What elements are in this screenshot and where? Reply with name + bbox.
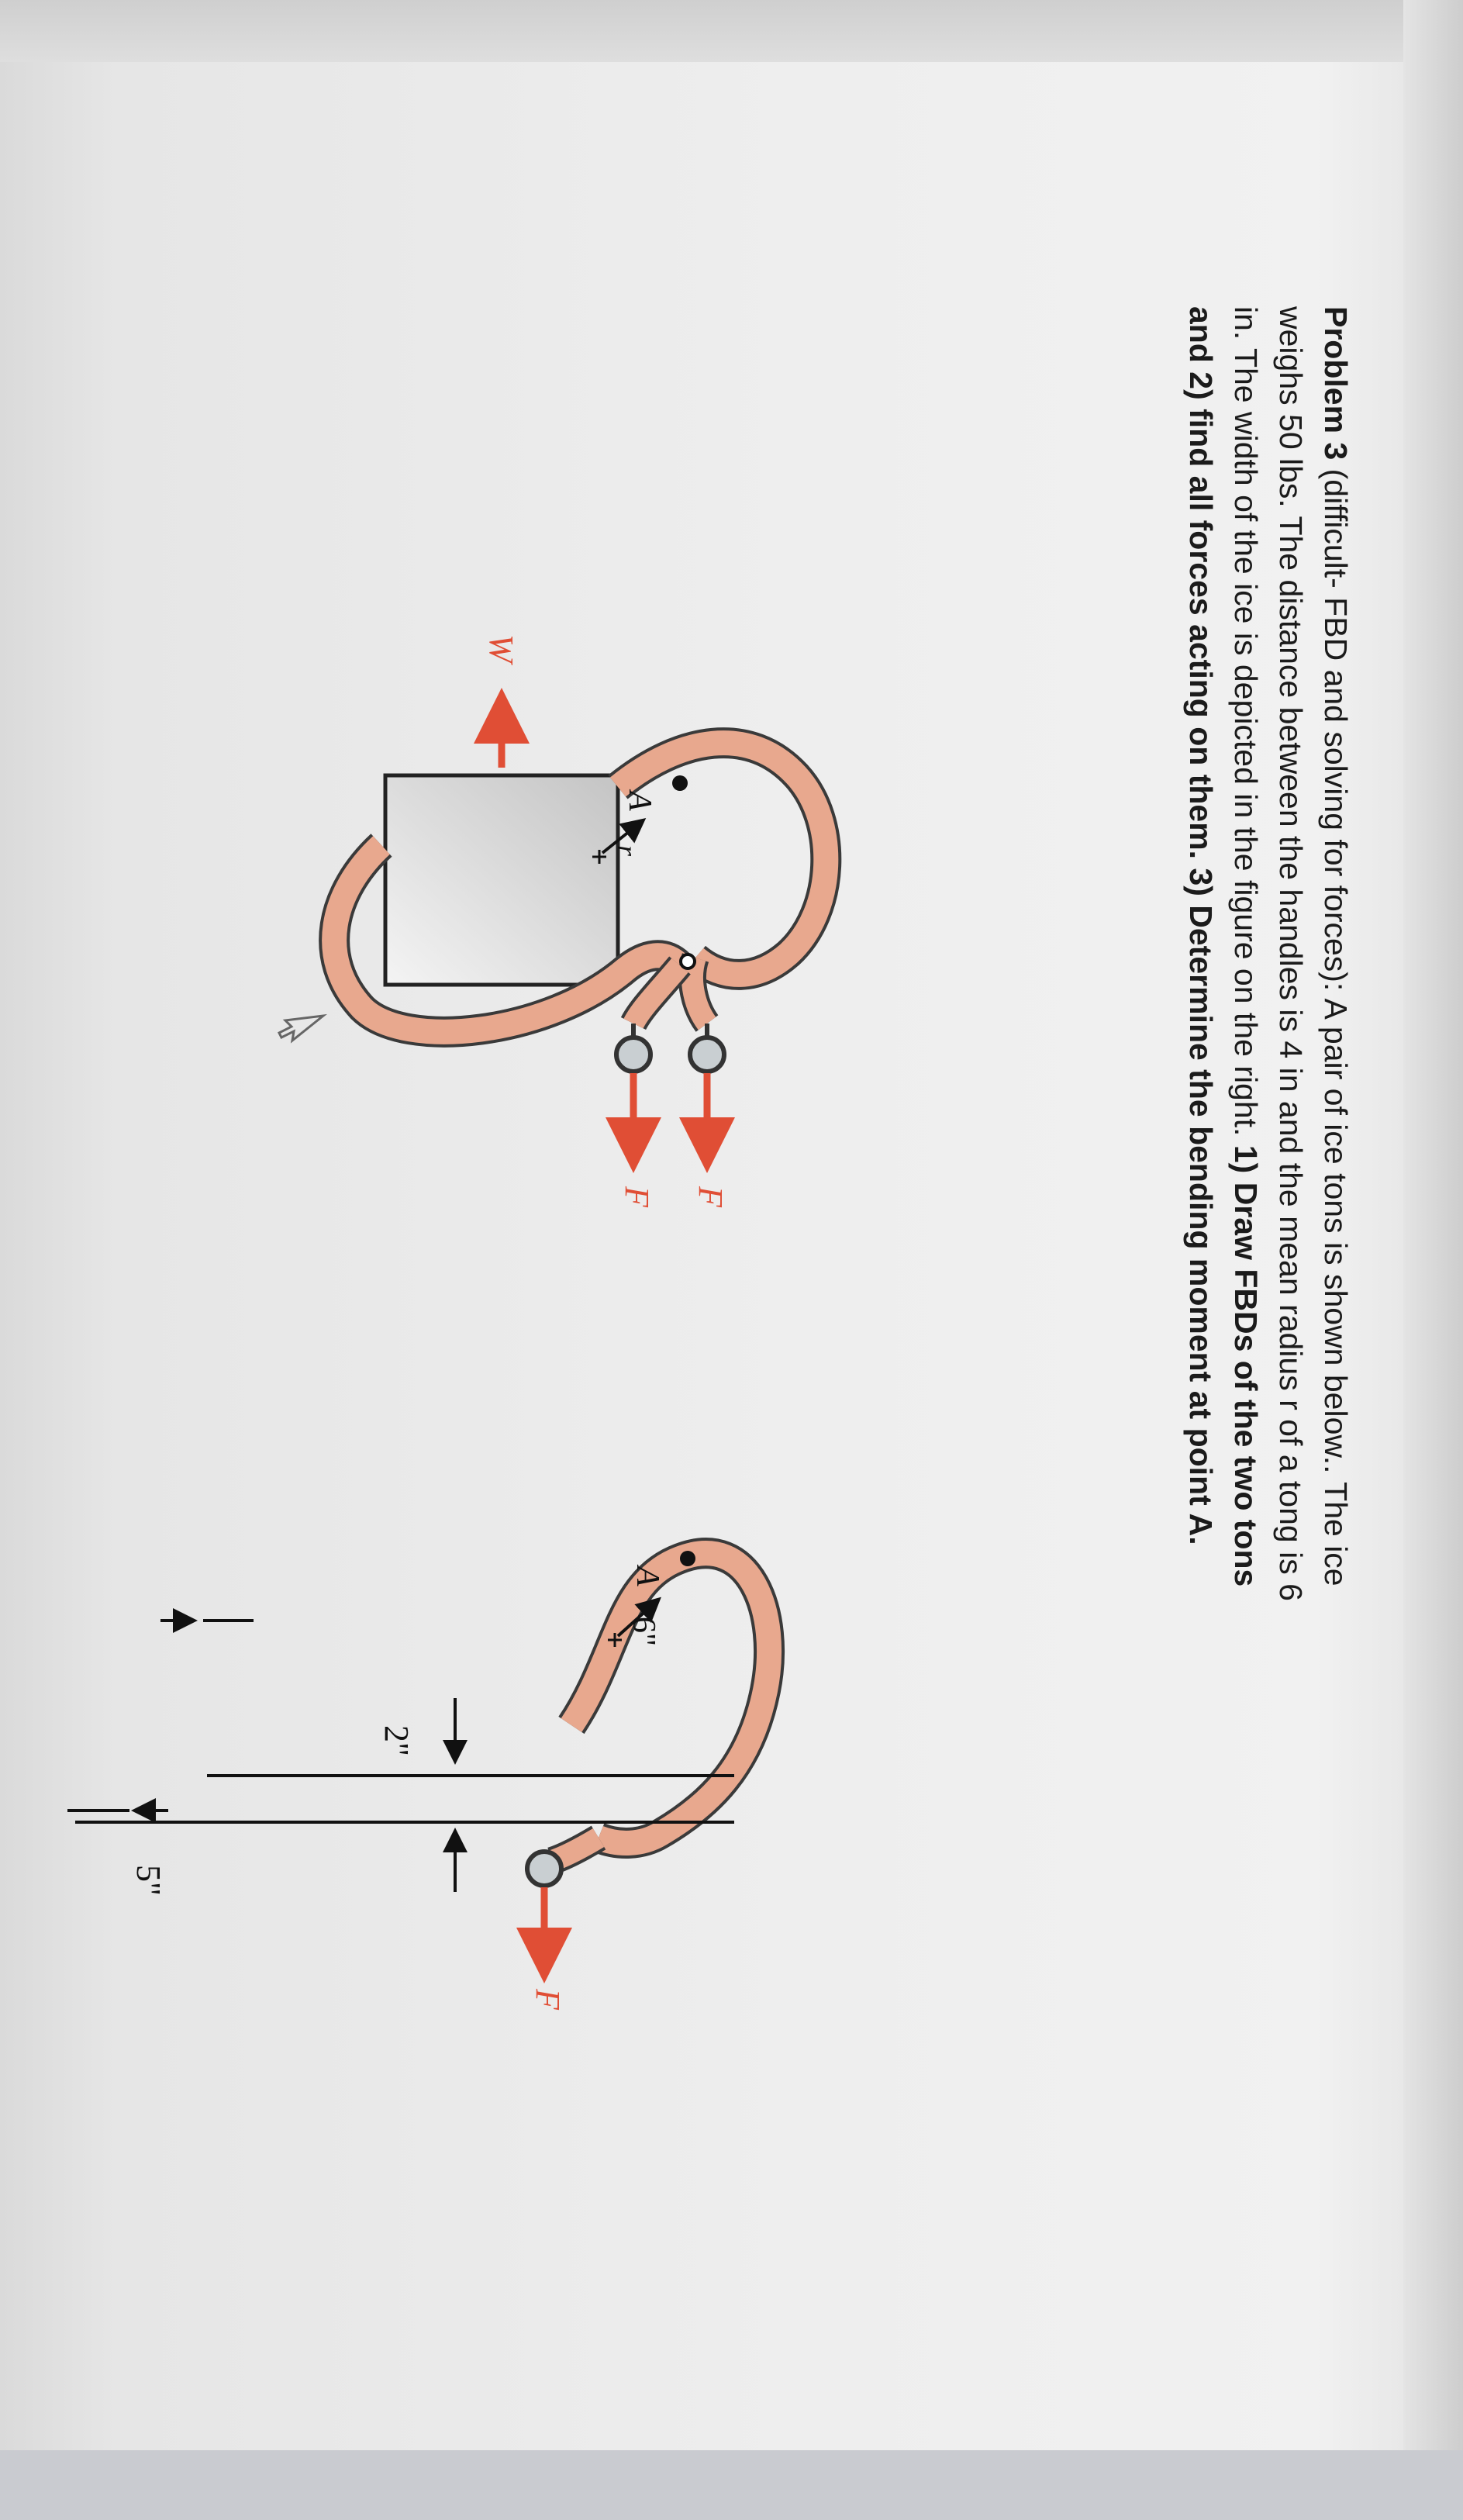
ice-block <box>383 773 620 987</box>
force-label-1: F <box>692 1186 730 1208</box>
single-radius-arrow <box>616 1597 661 1638</box>
point-a-label: A <box>622 789 657 811</box>
handle-ball-2 <box>614 1035 653 1074</box>
photo-edge-right <box>1403 0 1463 2520</box>
dim-label-2in: 2" <box>378 1725 416 1756</box>
handle-ball-1 <box>688 1035 726 1074</box>
tong-1-body <box>609 730 839 987</box>
single-force-label: F <box>529 1988 567 2011</box>
single-point-a-label: A <box>630 1564 665 1586</box>
force-label-2: F <box>618 1186 656 1208</box>
point-a-dot <box>672 775 688 791</box>
radius-label: r <box>612 845 643 857</box>
single-point-a-dot <box>680 1551 695 1566</box>
center-mark <box>592 850 606 864</box>
pivot-pin <box>679 953 696 970</box>
handle-2-body <box>623 958 688 1029</box>
single-tong-body <box>561 1541 782 1855</box>
photo-edge-bottom <box>0 2450 1463 2520</box>
right-tong-figure: F 2" 5" A 6" <box>67 1538 785 2011</box>
mouse-cursor-icon <box>277 1013 328 1044</box>
photo-edge-top <box>0 0 1463 62</box>
weight-label: W <box>482 634 520 665</box>
radius-arrow <box>601 818 647 854</box>
left-tongs-figure: F F W A r <box>319 634 842 1208</box>
single-center-mark <box>608 1633 622 1647</box>
dim-label-5in: 5" <box>129 1865 167 1896</box>
single-handle-ball <box>525 1849 564 1888</box>
single-radius-label: 6" <box>626 1617 661 1646</box>
tong-2-body <box>322 836 689 1044</box>
